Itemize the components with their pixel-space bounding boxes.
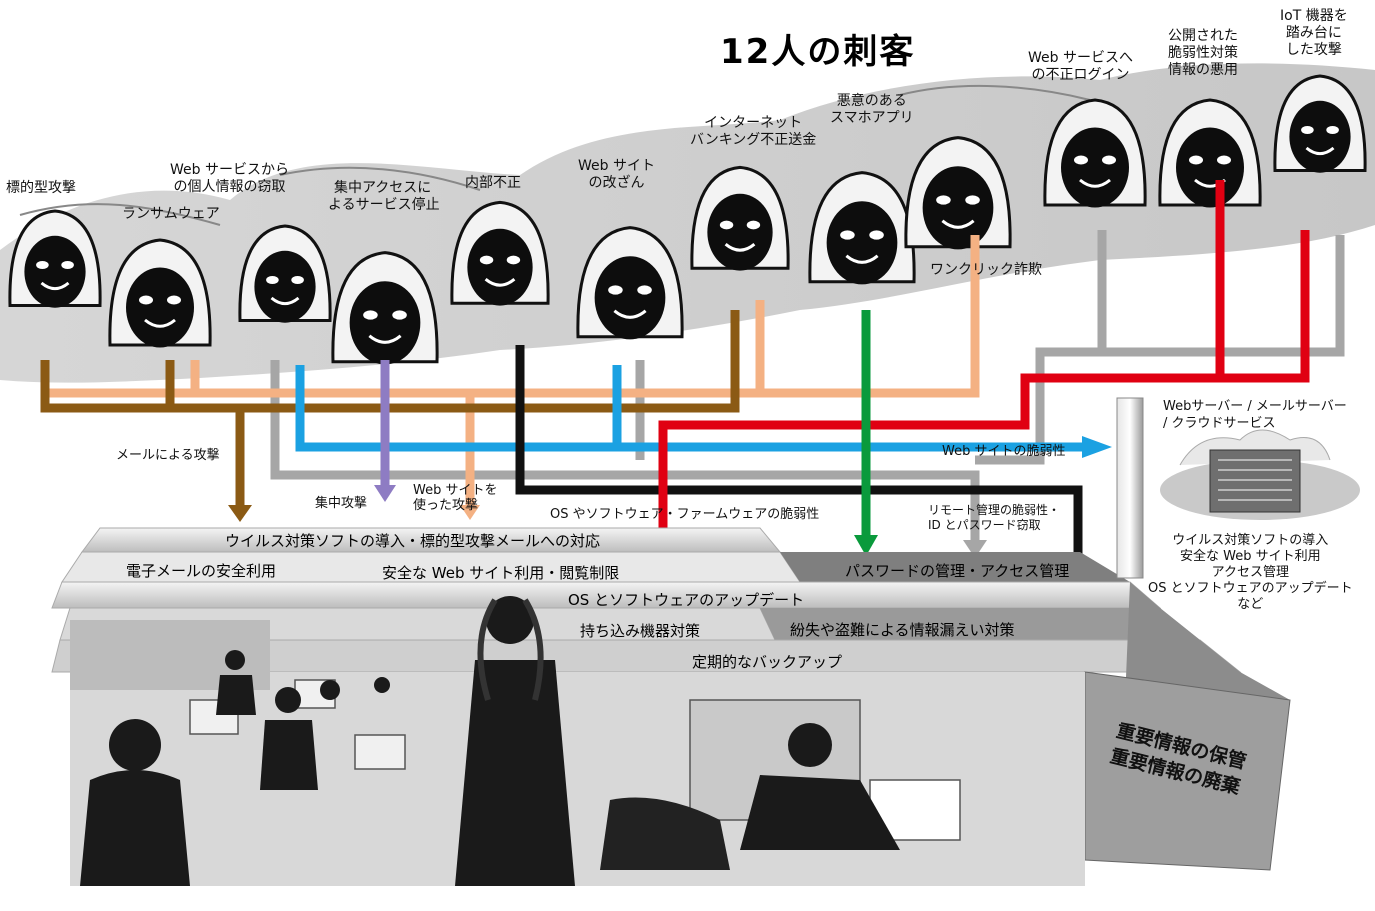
route-label-line: ID とパスワード窃取 xyxy=(928,518,1041,532)
head-oneclick xyxy=(904,136,1012,250)
threat-label-vuln-abuse: 公開された 脆弱性対策 情報の悪用 xyxy=(1168,28,1238,79)
server-measure: ウイルス対策ソフトの導入 xyxy=(1172,533,1329,548)
threat-label-line: Web サービスから xyxy=(170,162,289,178)
defense-browsing: 安全な Web サイト利用・閲覧制限 xyxy=(382,564,620,582)
head-iot xyxy=(1273,74,1367,173)
head-login xyxy=(1043,98,1147,208)
defense-update: OS とソフトウェアのアップデート xyxy=(568,591,805,609)
route-label-website-attack: Web サイトを 使った攻撃 xyxy=(413,483,497,513)
threat-label-line: バンキング不正送金 xyxy=(690,132,817,148)
defense-layers xyxy=(51,527,1291,871)
threat-label-ddos: 集中アクセスに よるサービス停止 xyxy=(328,180,440,214)
threat-label-banking: インターネット バンキング不正送金 xyxy=(690,115,816,149)
route-label-line: 使った攻撃 xyxy=(413,498,479,513)
defense-password: パスワードの管理・アクセス管理 xyxy=(845,562,1070,580)
server-measure: など xyxy=(1237,597,1264,612)
defense-antivirus: ウイルス対策ソフトの導入・標的型攻撃メールへの対応 xyxy=(225,532,601,550)
threat-label-line: よるサービス停止 xyxy=(328,197,440,213)
threat-label-line: した攻撃 xyxy=(1285,42,1342,58)
head-banking xyxy=(690,165,790,271)
threat-label-login: Web サービスへ の不正ログイン xyxy=(1028,50,1133,84)
head-insider xyxy=(450,200,550,306)
assassin-heads xyxy=(8,74,1367,365)
threat-label-oneclick: ワンクリック詐欺 xyxy=(930,262,1042,278)
defense-devices: 持ち込み機器対策 xyxy=(580,622,701,640)
threat-label-line: IoT 機器を xyxy=(1280,8,1348,24)
threat-label-line: 情報の悪用 xyxy=(1168,62,1238,78)
threat-label-ransomware: ランサムウェア xyxy=(122,206,220,222)
threat-label-info-theft: Web サービスから の個人情報の窃取 xyxy=(170,162,289,196)
threat-label-insider: 内部不正 xyxy=(465,175,521,191)
threat-label-defacement: Web サイト の改ざん xyxy=(578,158,655,192)
threat-label-malapp: 悪意のある スマホアプリ xyxy=(830,93,914,127)
threat-label-line: の不正ログイン xyxy=(1031,67,1130,83)
route-label-remote: リモート管理の脆弱性・ ID とパスワード窃取 xyxy=(928,503,1060,533)
head-vuln-abuse xyxy=(1158,98,1262,208)
threat-label-line: 悪意のある xyxy=(836,93,907,109)
diagram-title: 12人の刺客 xyxy=(720,32,916,72)
server-measure: 安全な Web サイト利用 xyxy=(1180,549,1321,564)
threat-label-targeted: 標的型攻撃 xyxy=(6,180,76,196)
route-label-mail: メールによる攻撃 xyxy=(116,448,220,463)
threat-label-line: 集中アクセスに xyxy=(334,180,432,196)
route-label-line: リモート管理の脆弱性・ xyxy=(928,503,1061,517)
route-label-os-vuln: OS やソフトウェア・ファームウェアの脆弱性 xyxy=(550,507,820,522)
head-targeted xyxy=(8,209,102,308)
server-label-line: Webサーバー / メールサーバー xyxy=(1163,399,1347,414)
attack-routes xyxy=(40,180,1345,625)
head-ransomware xyxy=(108,238,212,348)
server-measures: ウイルス対策ソフトの導入 安全な Web サイト利用 アクセス管理 OS とソフ… xyxy=(1148,533,1353,613)
threat-label-line: Web サイト xyxy=(578,158,655,174)
defense-email: 電子メールの安全利用 xyxy=(126,562,277,580)
server-label: Webサーバー / メールサーバー / クラウドサービス xyxy=(1163,398,1347,432)
route-label-site-vuln: Web サイトの脆弱性 xyxy=(942,444,1066,459)
server-measure: OS とソフトウェアのアップデート xyxy=(1148,581,1353,596)
threat-label-line: インターネット xyxy=(704,115,803,131)
threat-label-line: の個人情報の窃取 xyxy=(173,179,286,195)
defense-leak: 紛失や盗難による情報漏えい対策 xyxy=(790,621,1015,639)
head-ddos xyxy=(331,251,439,365)
threat-label-line: の改ざん xyxy=(588,175,645,191)
server-measure: アクセス管理 xyxy=(1211,565,1289,580)
threat-label-iot: IoT 機器を 踏み台に した攻撃 xyxy=(1280,8,1348,59)
server-label-line: / クラウドサービス xyxy=(1163,416,1276,431)
route-label-line: Web サイトを xyxy=(413,483,498,498)
route-label-concentrated: 集中攻撃 xyxy=(315,496,368,511)
threat-label-line: 脆弱性対策 xyxy=(1168,45,1238,61)
head-info-theft xyxy=(238,224,332,323)
threat-label-line: 公開された xyxy=(1168,28,1238,44)
defense-backup: 定期的なバックアップ xyxy=(692,653,843,671)
threat-label-line: 踏み台に xyxy=(1285,25,1342,41)
head-malapp xyxy=(808,171,916,285)
threat-label-line: スマホアプリ xyxy=(830,110,914,126)
head-defacement xyxy=(576,226,684,340)
office-scene xyxy=(70,596,1085,886)
server-area xyxy=(1116,397,1360,579)
threat-label-line: Web サービスへ xyxy=(1028,50,1133,66)
